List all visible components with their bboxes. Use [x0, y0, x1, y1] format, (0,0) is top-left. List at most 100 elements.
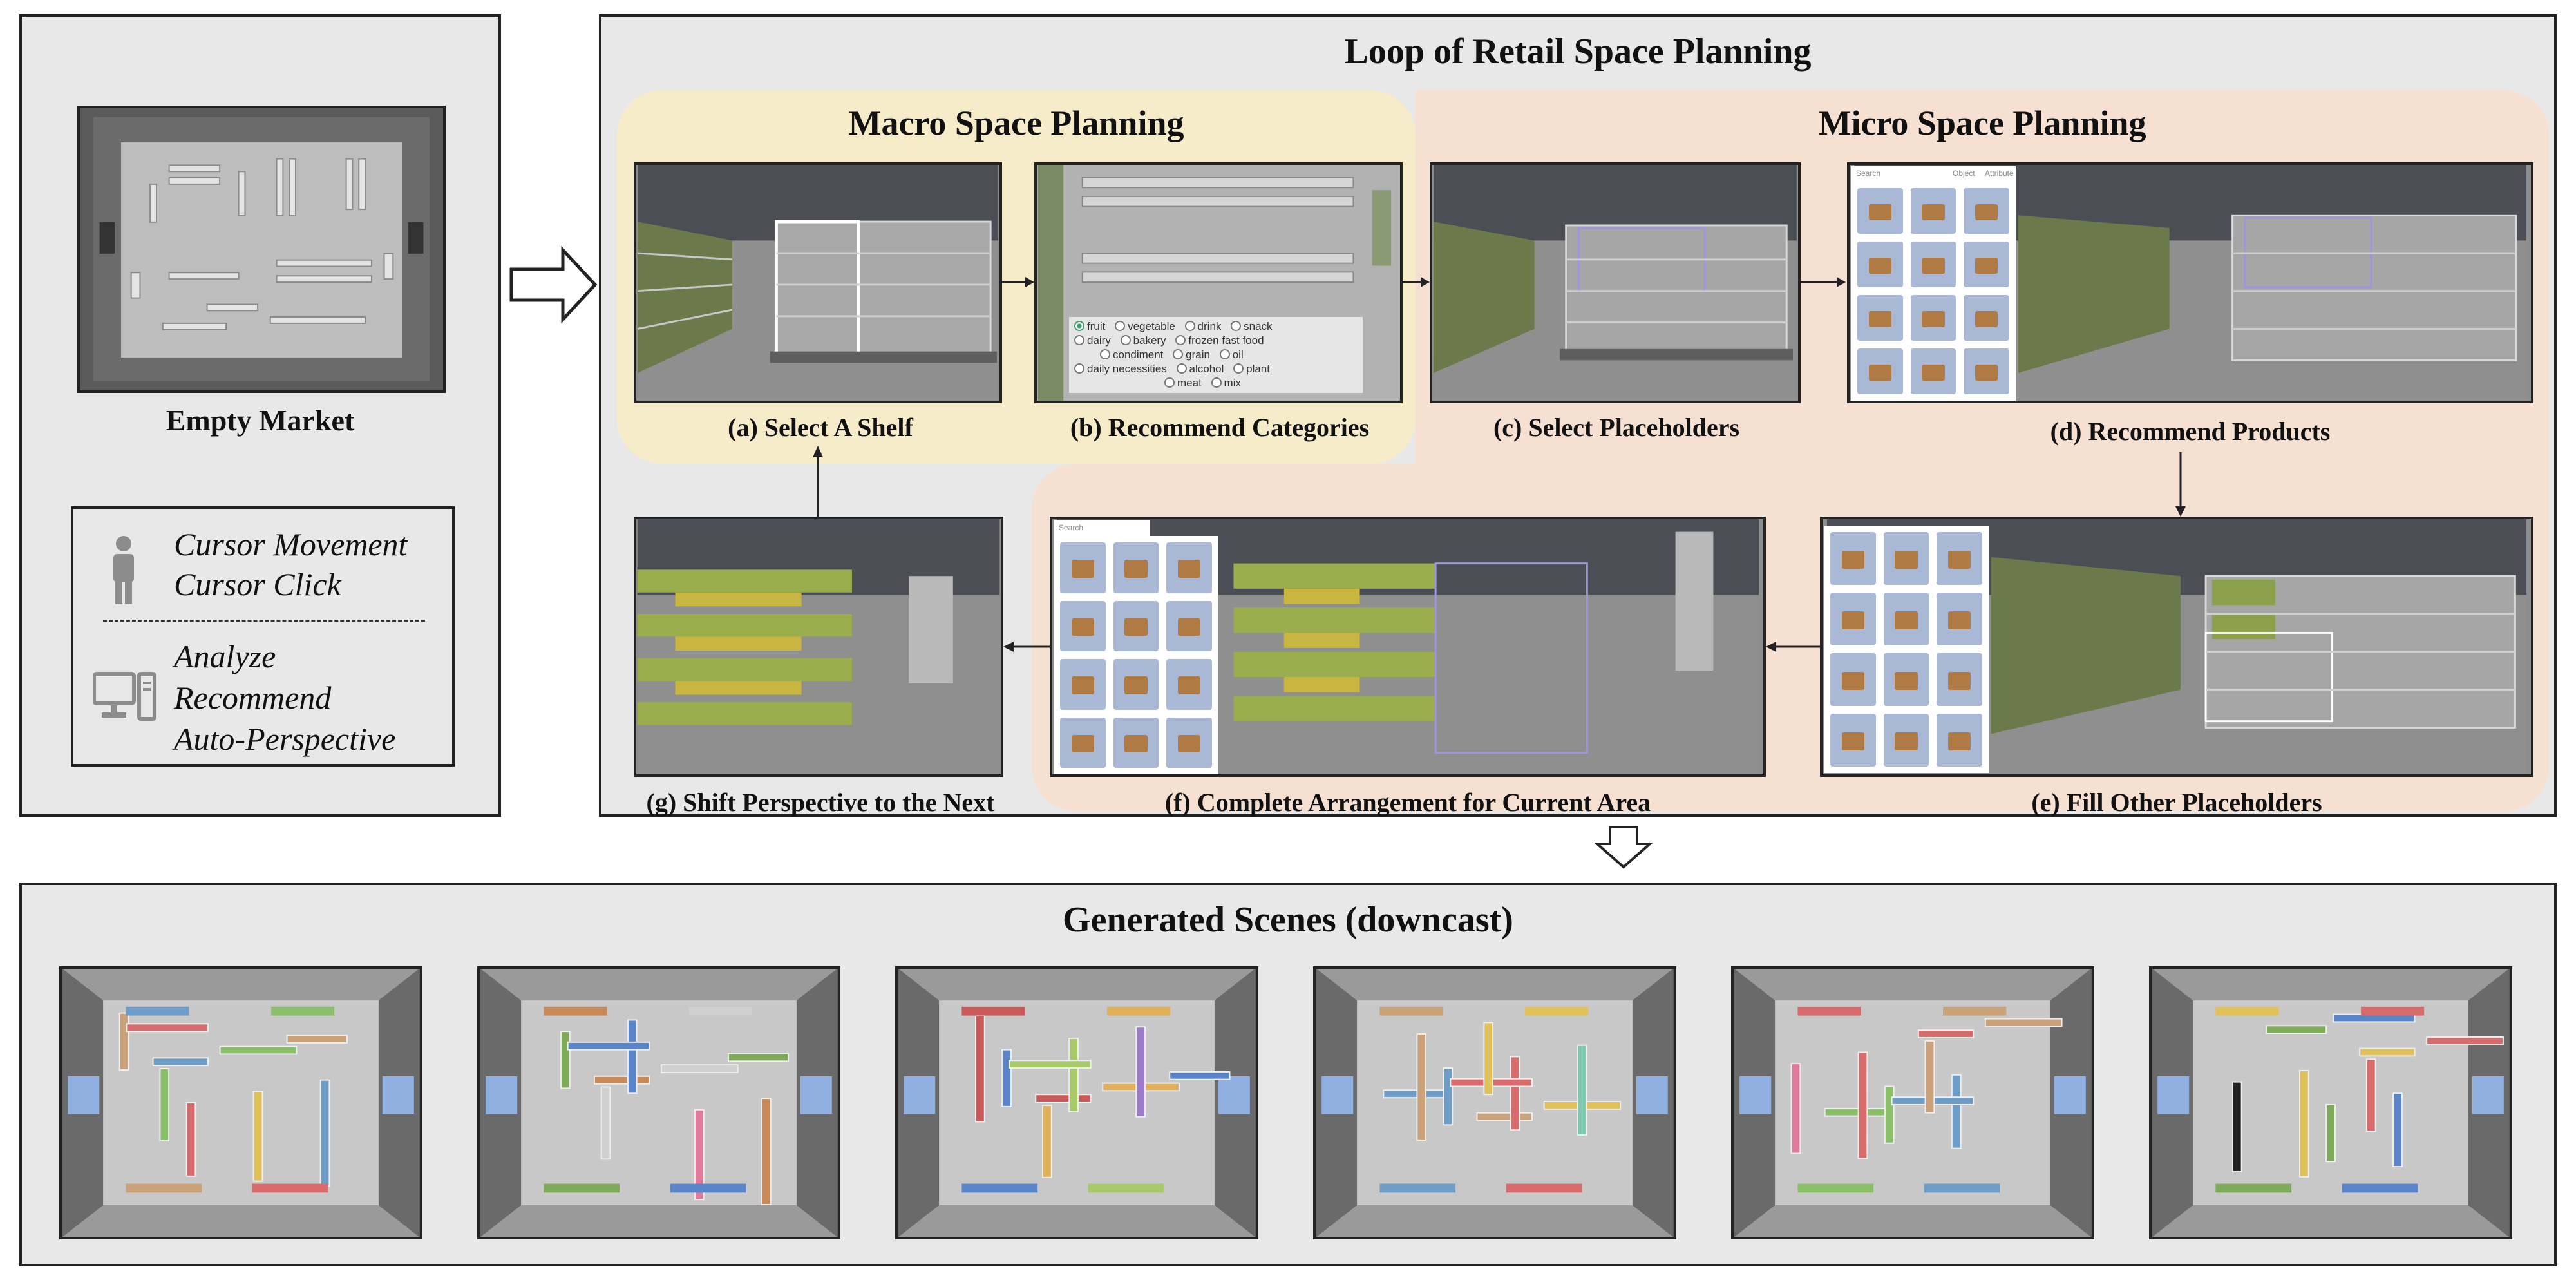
product-tile[interactable] [1113, 600, 1159, 651]
legend-recommend: Recommend [174, 680, 332, 716]
arrow-e-to-f [1766, 642, 1820, 652]
product-tile[interactable] [1830, 532, 1876, 585]
category-grain[interactable]: grain [1173, 348, 1210, 362]
step-d-caption: (d) Recommend Products [2050, 417, 2331, 446]
product-search-input[interactable]: Search [1851, 166, 1947, 182]
product-tile[interactable] [1166, 600, 1212, 651]
product-tile[interactable] [1910, 295, 1956, 341]
micro-region-join [1416, 403, 1480, 468]
computer-icon [93, 672, 156, 721]
product-tile[interactable] [1060, 600, 1106, 651]
product-tile[interactable] [1937, 593, 1982, 645]
category-daily-necessities[interactable]: daily necessities [1074, 362, 1167, 376]
product-tile[interactable] [1113, 542, 1159, 593]
product-tile[interactable] [1113, 717, 1159, 768]
generated-scene-thumbnail [1731, 966, 2094, 1239]
macro-title: Macro Space Planning [848, 104, 1184, 142]
product-tile[interactable] [1166, 717, 1212, 768]
product-tile[interactable] [1060, 717, 1106, 768]
hollow-arrow-right-icon [509, 246, 598, 323]
product-tile[interactable] [1937, 653, 1982, 706]
category-row-3: condiment grain oil [1074, 348, 1358, 362]
step-a-caption: (a) Select A Shelf [728, 413, 913, 442]
generated-title: Generated Scenes (downcast) [1063, 900, 1513, 940]
product-grid [1851, 182, 2016, 401]
step-e-image [1820, 517, 2533, 777]
product-tile[interactable] [1964, 348, 2009, 394]
product-tile[interactable] [1166, 659, 1212, 710]
product-tile[interactable] [1910, 242, 1956, 287]
scene-topdown [898, 969, 1255, 1237]
category-snack[interactable]: snack [1231, 320, 1272, 334]
product-tile[interactable] [1883, 593, 1929, 645]
arrow-d-to-e [2175, 452, 2186, 517]
product-tile[interactable] [1830, 593, 1876, 645]
empty-market-image [77, 106, 446, 393]
legend-divider [103, 620, 425, 622]
category-meat[interactable]: meat [1164, 376, 1202, 390]
category-dairy[interactable]: dairy [1074, 334, 1111, 348]
category-fruit[interactable]: fruit [1074, 320, 1105, 334]
product-tile[interactable] [1857, 348, 1903, 394]
category-condiment[interactable]: condiment [1100, 348, 1163, 362]
product-tile[interactable] [1964, 242, 2009, 287]
product-tile[interactable] [1830, 653, 1876, 706]
scene-topdown [1316, 969, 1673, 1237]
placeholder-shelf-view [1434, 165, 1797, 401]
object-button[interactable]: Object [1947, 166, 1980, 182]
product-tile[interactable] [1857, 188, 1903, 234]
category-alcohol[interactable]: alcohol [1177, 362, 1224, 376]
scene-topdown [2152, 969, 2509, 1237]
arrow-b-to-c [1403, 277, 1430, 287]
category-drink[interactable]: drink [1185, 320, 1222, 334]
category-oil[interactable]: oil [1220, 348, 1244, 362]
category-mix[interactable]: mix [1211, 376, 1241, 390]
attribute-button[interactable]: Attribute [1980, 166, 2016, 182]
product-search-input-f[interactable]: Search [1054, 520, 1150, 536]
product-tile[interactable] [1857, 295, 1903, 341]
legend-box: Cursor Movement Cursor Click Analyze Rec… [71, 506, 455, 767]
micro-title: Micro Space Planning [1818, 104, 2146, 142]
person-icon [113, 536, 134, 604]
generated-scene-thumbnail [895, 966, 1258, 1239]
product-tile[interactable] [1910, 348, 1956, 394]
category-vegetable[interactable]: vegetable [1115, 320, 1175, 334]
step-a-image [634, 162, 1002, 403]
step-e-caption: (e) Fill Other Placeholders [2031, 788, 2322, 817]
product-tile[interactable] [1857, 242, 1903, 287]
step-c-caption: (c) Select Placeholders [1493, 413, 1740, 442]
product-grid-e [1824, 526, 1989, 773]
product-tile[interactable] [1883, 532, 1929, 585]
scene-topdown [480, 969, 837, 1237]
product-tile[interactable] [1166, 542, 1212, 593]
category-frozen-fast-food[interactable]: frozen fast food [1175, 334, 1264, 348]
legend-auto-perspective: Auto-Perspective [174, 721, 396, 757]
category-plant[interactable]: plant [1233, 362, 1270, 376]
product-tile[interactable] [1060, 542, 1106, 593]
product-tile[interactable] [1964, 295, 2009, 341]
product-tile[interactable] [1937, 714, 1982, 767]
scene-topdown [62, 969, 419, 1237]
product-tile[interactable] [1937, 532, 1982, 585]
product-tile[interactable] [1830, 714, 1876, 767]
loop-panel: Loop of Retail Space Planning Macro Spac… [599, 14, 2557, 817]
product-tile[interactable] [1883, 714, 1929, 767]
product-grid-f [1054, 536, 1218, 774]
product-tile[interactable] [1113, 659, 1159, 710]
product-tile[interactable] [1883, 653, 1929, 706]
product-tile[interactable] [1060, 659, 1106, 710]
empty-market-caption: Empty Market [166, 404, 355, 437]
category-bakery[interactable]: bakery [1121, 334, 1166, 348]
product-tile[interactable] [1910, 188, 1956, 234]
category-row-4: daily necessities alcohol plant [1074, 362, 1358, 376]
step-c-image [1430, 162, 1801, 403]
category-radio-list: fruit vegetable drink snack dairy bakery… [1069, 317, 1363, 393]
next-perspective-view [637, 519, 1000, 774]
step-g-image [634, 517, 1003, 777]
scene-topdown [1734, 969, 2091, 1237]
loop-title: Loop of Retail Space Planning [1344, 32, 1812, 72]
store-aisle-view [637, 165, 998, 401]
generated-panel: Generated Scenes (downcast) [19, 883, 2557, 1266]
product-tile[interactable] [1964, 188, 2009, 234]
step-d-image: Search Object Attribute [1847, 162, 2533, 403]
